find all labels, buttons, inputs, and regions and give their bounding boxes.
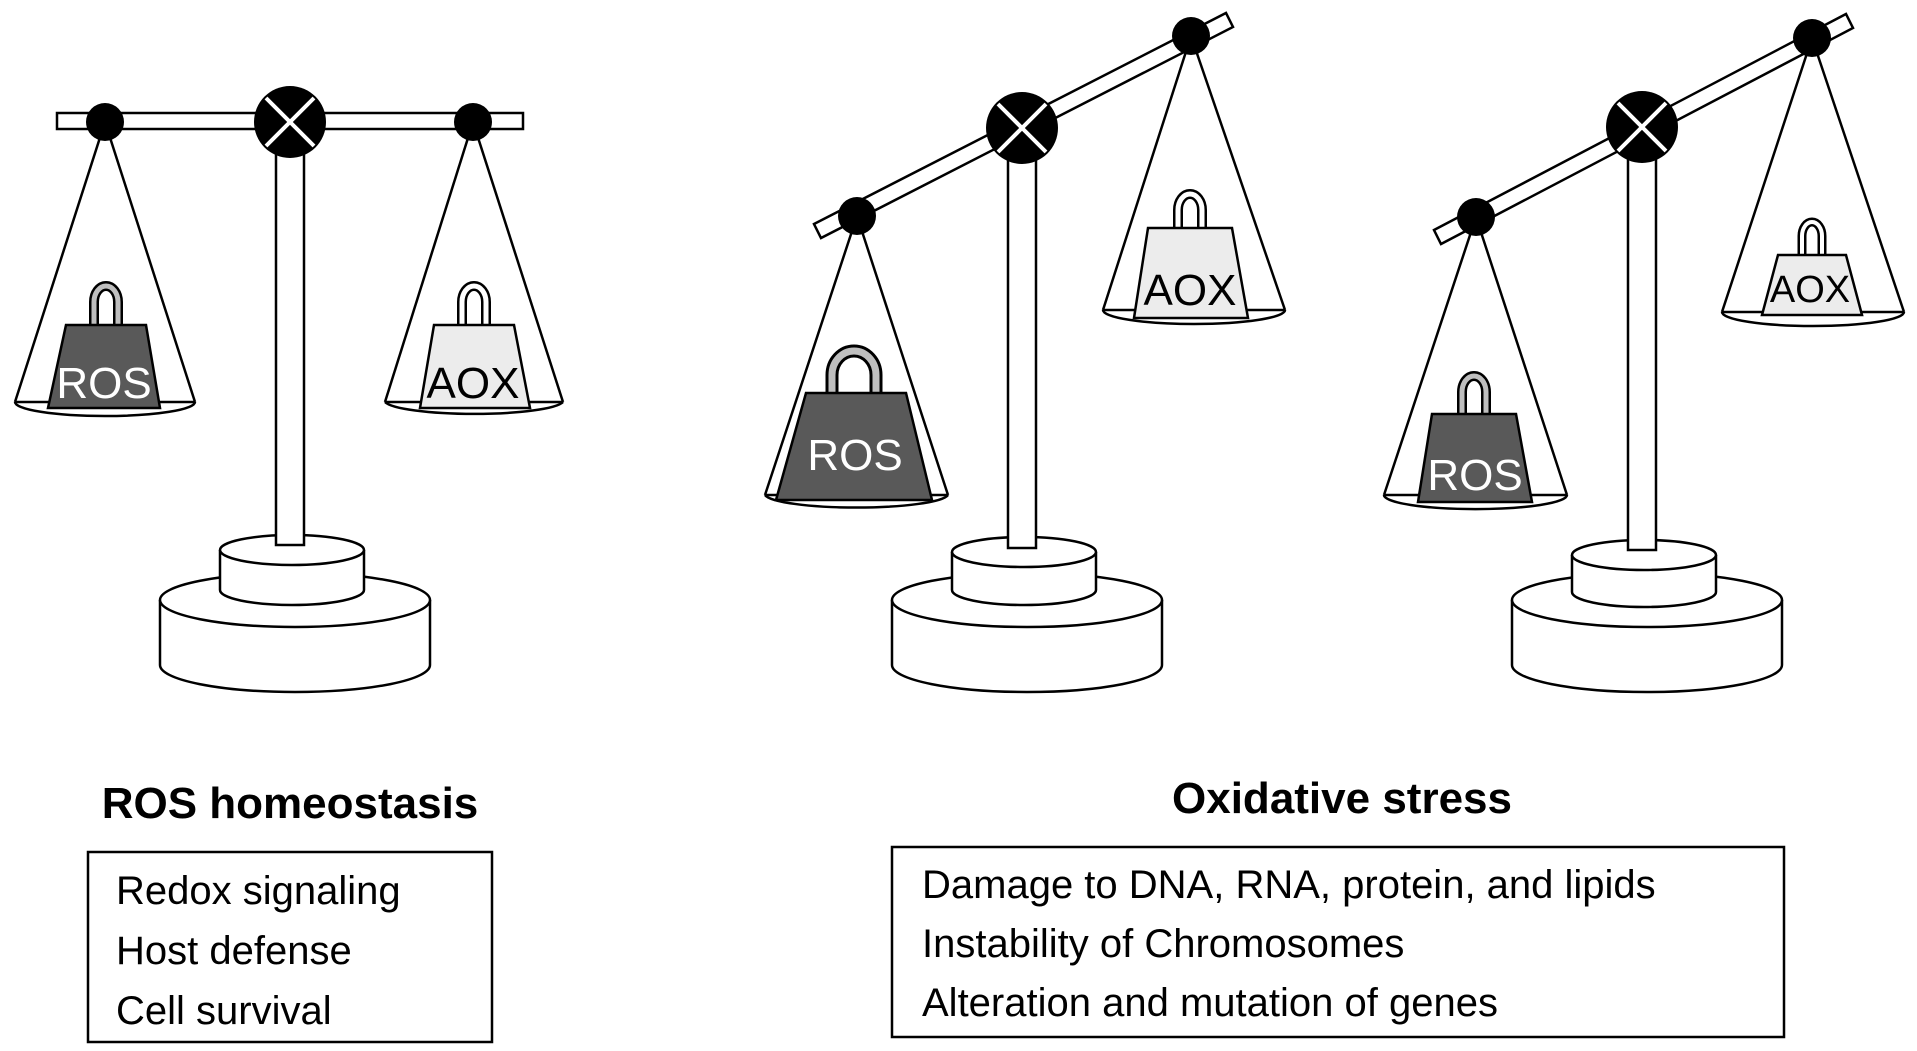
- panel-ros-homeostasis: ROS homeostasis Redox signaling Host def…: [86, 779, 494, 1044]
- scale-base: [890, 535, 1164, 694]
- panel-oxidative-stress: Oxidative stress Damage to DNA, RNA, pro…: [890, 774, 1786, 1039]
- panel-line: Host defense: [116, 929, 352, 973]
- beam-end-dot: [1172, 17, 1210, 55]
- panel-line: Alteration and mutation of genes: [922, 981, 1498, 1025]
- panel-heading: ROS homeostasis: [102, 779, 479, 828]
- x-circle-pivot-icon: [986, 92, 1058, 164]
- weight-label: ROS: [807, 431, 902, 480]
- weight-ros: ROS: [1416, 371, 1534, 504]
- beam-end-dot: [454, 103, 492, 141]
- beam-end-dot: [1457, 198, 1495, 236]
- x-circle-pivot-icon: [254, 86, 326, 158]
- scale-balanced: ROS AOX: [13, 86, 565, 694]
- scale-pillar: [1626, 150, 1658, 552]
- panel-line: Instability of Chromosomes: [922, 922, 1404, 966]
- panel-box: [86, 850, 494, 1044]
- weight-ros: ROS: [774, 344, 934, 502]
- panel-line: Cell survival: [116, 989, 332, 1033]
- beam-end-dot: [838, 197, 876, 235]
- weight-aox: AOX: [1760, 217, 1864, 317]
- panel-box: [890, 845, 1786, 1039]
- weight-ros: ROS: [46, 281, 162, 410]
- panel-line: Damage to DNA, RNA, protein, and lipids: [922, 863, 1656, 907]
- weight-label: AOX: [1770, 269, 1850, 311]
- panel-heading: Oxidative stress: [1172, 774, 1512, 823]
- scale-pillar: [274, 148, 306, 547]
- weight-label: ROS: [1427, 451, 1522, 500]
- x-circle-pivot-icon: [1606, 91, 1678, 163]
- scale-pillar: [1006, 148, 1038, 550]
- beam-end-dot: [86, 103, 124, 141]
- scale-tilted-2: ROS AOX: [1382, 12, 1906, 694]
- weight-label: AOX: [427, 359, 520, 408]
- weight-label: AOX: [1144, 266, 1237, 315]
- weight-aox: AOX: [418, 281, 532, 410]
- weight-label: ROS: [56, 359, 151, 408]
- weight-aox: AOX: [1132, 189, 1250, 320]
- scale-base: [1510, 538, 1784, 694]
- panel-line: Redox signaling: [116, 869, 401, 913]
- scale-base: [158, 533, 432, 694]
- beam-end-dot: [1793, 19, 1831, 57]
- scale-tilted-1: ROS AOX: [763, 11, 1287, 694]
